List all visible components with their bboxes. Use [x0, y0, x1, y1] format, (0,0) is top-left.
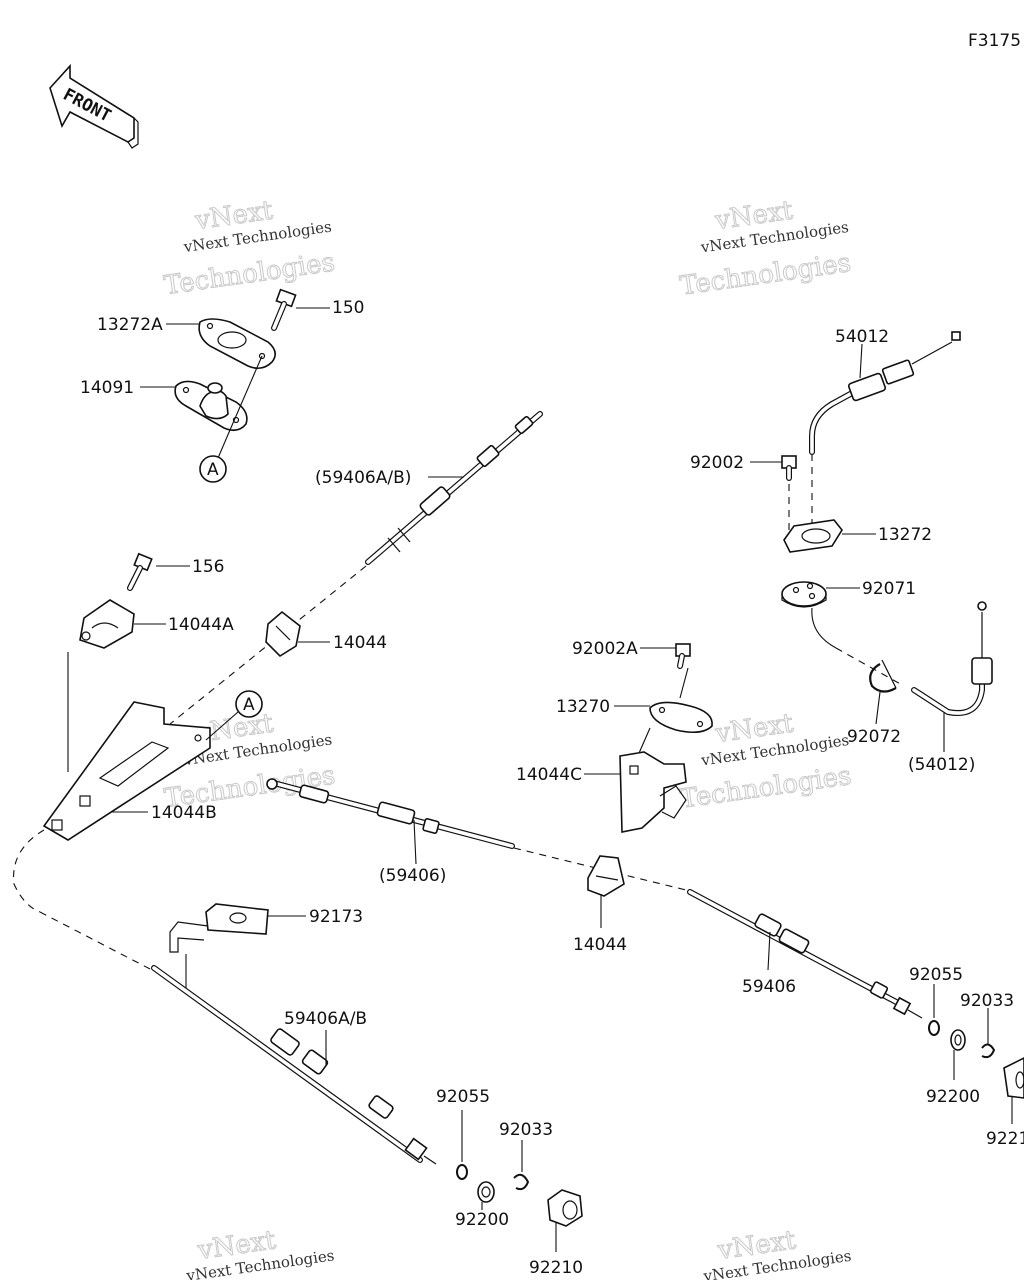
washer-92200-left [477, 1181, 495, 1203]
label-14044C: 14044C [516, 765, 582, 785]
label-59406AB-paren: (59406A/B) [315, 468, 411, 488]
label-14044-upper: 14044 [333, 633, 387, 653]
callout-a-top-label: A [207, 460, 219, 480]
clip-14044-mid [587, 855, 625, 897]
label-92055-right: 92055 [909, 965, 963, 985]
nut-92210 [547, 1189, 583, 1227]
cable-59406-middle [266, 778, 515, 849]
lockwasher-92033-right [981, 1043, 996, 1059]
watermark: vNext vNext Technologies Technologies [162, 195, 338, 302]
bracket-14044B [42, 701, 211, 841]
clip-92072 [869, 659, 897, 693]
label-14044-mid: 14044 [573, 935, 627, 955]
label-14091: 14091 [80, 378, 134, 398]
label-92002A: 92002A [572, 639, 638, 659]
nut-922-right [1003, 1057, 1024, 1099]
label-59406AB: 59406A/B [284, 1009, 367, 1029]
label-92055-left: 92055 [436, 1087, 490, 1107]
plate-13270 [649, 701, 713, 734]
grommet-92071 [781, 581, 827, 608]
oring-92055-right [928, 1020, 940, 1036]
plate-13272A [198, 318, 276, 370]
cable-54012-lower [911, 601, 993, 716]
bolt-156 [127, 552, 153, 591]
label-92173: 92173 [309, 907, 363, 927]
label-150: 150 [332, 298, 364, 318]
label-92200-right: 92200 [926, 1087, 980, 1107]
bracket-14044C [619, 751, 687, 833]
watermark: vNext vNext Technologies [701, 1225, 852, 1280]
clip-14044-upper [265, 610, 301, 658]
label-922-right: 9221 [986, 1129, 1024, 1149]
label-14044A: 14044A [168, 615, 234, 635]
boot-14091 [174, 380, 248, 432]
callout-a-mid-label: A [243, 695, 255, 715]
label-92033-left: 92033 [499, 1120, 553, 1140]
watermark: vNext vNext Technologies Technologies [678, 195, 854, 302]
label-13272A: 13272A [97, 315, 163, 335]
label-54012-paren: (54012) [908, 755, 975, 775]
page-code: F3175 [968, 31, 1021, 51]
label-92200-left: 92200 [455, 1210, 509, 1230]
label-59406-paren: (59406) [379, 866, 446, 886]
cable-59406-right [687, 889, 923, 1019]
callout-a-mid [235, 690, 263, 718]
bolt-150 [271, 288, 297, 331]
washer-92200-right [950, 1029, 966, 1051]
label-54012: 54012 [835, 327, 889, 347]
label-92033-right: 92033 [960, 991, 1014, 1011]
cable-59406AB-upper [365, 411, 543, 565]
label-14044B: 14044B [151, 803, 217, 823]
oring-92055-left [456, 1164, 468, 1180]
plate-13272 [783, 519, 843, 553]
label-156: 156 [192, 557, 224, 577]
clamp-14044A [79, 599, 135, 649]
cable-59406AB-lower [151, 965, 437, 1165]
front-arrow-icon: FRONT [49, 63, 139, 149]
cable-54012-upper [809, 331, 961, 455]
lockwasher-92033-left [513, 1173, 530, 1191]
label-92072: 92072 [847, 727, 901, 747]
bolt-92002 [781, 455, 797, 481]
label-92002: 92002 [690, 453, 744, 473]
label-59406: 59406 [742, 977, 796, 997]
label-92210: 92210 [529, 1258, 583, 1278]
watermark: vNext vNext Technologies [184, 1225, 335, 1280]
label-13272: 13272 [878, 525, 932, 545]
label-13270: 13270 [556, 697, 610, 717]
bolt-92002A [675, 643, 691, 669]
label-92071: 92071 [862, 579, 916, 599]
bracket-92173 [169, 903, 269, 953]
callout-a-top [199, 455, 227, 483]
